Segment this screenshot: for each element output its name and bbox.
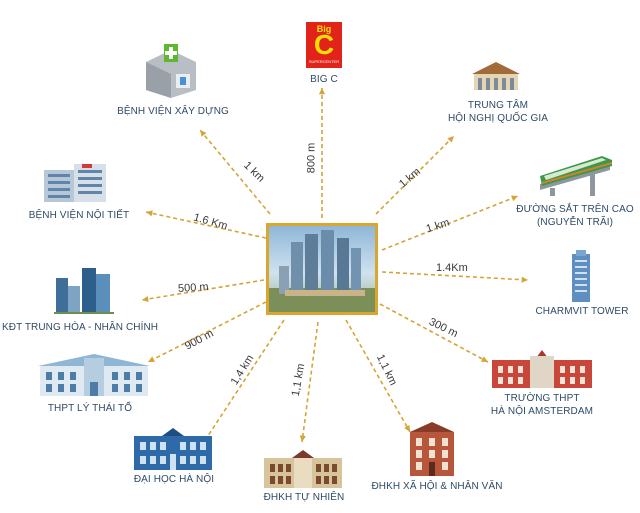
arrow-line-charmvit bbox=[381, 271, 529, 281]
distance-big-c: 800 m bbox=[305, 142, 318, 174]
university-hall-icon bbox=[264, 450, 342, 488]
city-towers-icon bbox=[54, 268, 114, 314]
label-thpt-ly-thai-to: THPT LÝ THÁI TỔ bbox=[47, 403, 133, 414]
label-duong-sat-line1: ĐƯỜNG SẮT TRÊN CAO bbox=[516, 204, 634, 215]
school-icon bbox=[38, 354, 150, 396]
arrow-head-amsterdam bbox=[481, 356, 488, 362]
label-dai-hoc-ha-noi: ĐẠI HỌC HÀ NỘI bbox=[133, 474, 215, 485]
arrow-line-amsterdam bbox=[379, 303, 489, 363]
label-amsterdam-line1: TRƯỜNG THPT bbox=[504, 393, 580, 404]
label-trung-tam-line2: HỘI NGHỊ QUỐC GIA bbox=[447, 113, 549, 124]
label-amsterdam-line2: HÀ NỘI AMSTERDAM bbox=[490, 406, 594, 417]
distance-kdt-trung-hoa: 500 m bbox=[177, 280, 209, 296]
label-benh-vien-noi-tiet: BỆNH VIỆN NỘI TIẾT bbox=[28, 210, 130, 221]
skyscraper-icon bbox=[572, 250, 590, 302]
arrow-head-charmvit bbox=[521, 276, 528, 283]
arrow-line-thpt-ly-thai-to bbox=[147, 301, 267, 363]
arrow-line-benh-vien-xay-dung bbox=[199, 129, 271, 215]
arrow-line-duong-sat bbox=[381, 195, 519, 251]
arrow-line-dhkh-tu-nhien bbox=[301, 321, 319, 443]
arrow-head-trung-tam bbox=[447, 136, 454, 143]
metro-train-icon bbox=[540, 156, 612, 196]
arrow-head-benh-vien-noi-tiet bbox=[146, 210, 153, 217]
label-benh-vien-xay-dung: BỆNH VIỆN XÂY DỰNG bbox=[117, 106, 229, 117]
label-duong-sat-line2: (NGUYỄN TRÃI) bbox=[536, 217, 614, 228]
arrow-head-thpt-ly-thai-to bbox=[148, 356, 155, 362]
arrow-head-dhkh-tu-nhien bbox=[299, 435, 306, 442]
label-dhkh-xa-hoi: ĐHKH XÃ HỘI & NHÂN VĂN bbox=[371, 481, 503, 492]
project-building-image bbox=[266, 223, 378, 315]
arrow-head-benh-vien-xay-dung bbox=[200, 130, 207, 137]
label-trung-tam-line1: TRUNG TÂM bbox=[467, 100, 529, 111]
label-big-c: BIG C bbox=[310, 74, 338, 85]
big-c-logo-text: Big bbox=[316, 24, 332, 34]
arrow-head-big-c bbox=[318, 88, 326, 95]
hospital-icon bbox=[146, 44, 196, 98]
distance-charmvit: 1.4Km bbox=[436, 262, 468, 274]
building-project-icon bbox=[269, 230, 375, 312]
arrow-line-dai-hoc-ha-noi bbox=[199, 319, 285, 449]
university-brick-icon bbox=[410, 422, 454, 476]
big-c-logo-letter: C bbox=[313, 29, 335, 60]
big-c-logo: Big C SUPERCENTER bbox=[306, 22, 342, 68]
arrow-head-kdt-trung-hoa bbox=[142, 295, 149, 302]
label-charmvit-tower: CHARMVIT TOWER bbox=[535, 306, 629, 317]
hospital-building-icon bbox=[44, 164, 106, 202]
university-icon bbox=[134, 428, 212, 470]
label-kdt-trung-hoa: KĐT TRUNG HÒA - NHÂN CHÍNH bbox=[2, 322, 159, 333]
arrow-line-trung-tam bbox=[375, 135, 455, 215]
big-c-logo-sub: SUPERCENTER bbox=[308, 59, 340, 64]
arrow-head-duong-sat bbox=[511, 195, 518, 202]
arrow-head-dhkh-xa-hoi bbox=[404, 425, 410, 432]
convention-center-icon bbox=[472, 62, 520, 90]
arrow-line-dhkh-xa-hoi bbox=[345, 319, 411, 433]
label-dhkh-tu-nhien: ĐHKH TỰ NHIÊN bbox=[263, 492, 345, 503]
school-red-icon bbox=[492, 350, 592, 388]
